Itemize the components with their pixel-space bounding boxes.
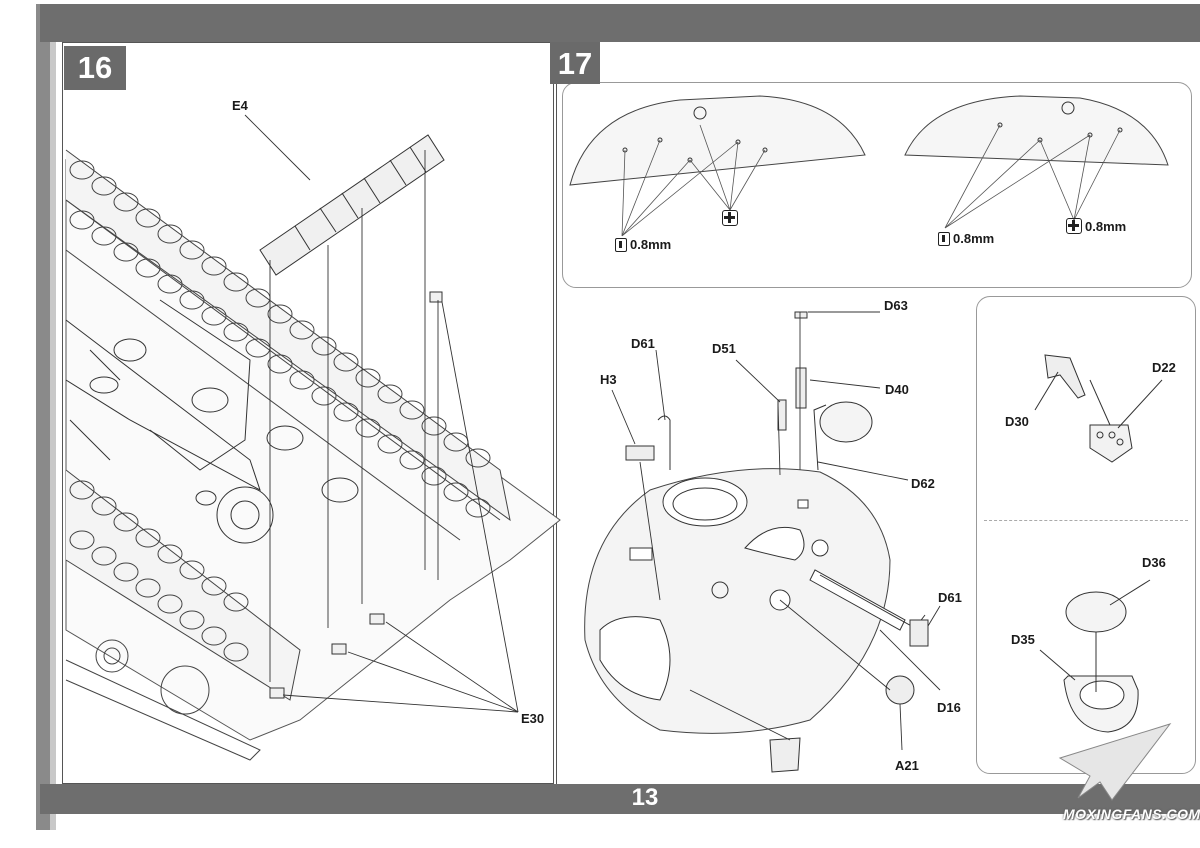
label-d62: D62 [911,476,935,491]
lower-track [65,469,301,761]
label-d51: D51 [712,341,736,356]
label-d22: D22 [1152,360,1176,375]
turret-main-drawing [584,468,926,734]
step-17-number: 17 [550,42,600,84]
footer-band [40,784,1200,814]
hole-mark-icon [722,210,738,226]
page-number: 13 [631,784,659,811]
upper-track [65,149,511,541]
step-17-drill-box [562,82,1192,288]
watermark-text: MOXINGFANS.COM [1063,806,1200,822]
drill-icon [615,237,627,252]
label-e30: E30 [521,711,545,726]
subassembly-divider [984,520,1188,521]
label-e4: E4 [232,98,248,113]
label-d16: D16 [937,700,961,715]
e4-part [259,134,445,276]
drill-note-right-b-text: 0.8mm [1085,218,1127,234]
page-stack-edge [36,4,50,830]
drill-note-left: 0.8mm [615,237,671,252]
drill-note-right-a-text: 0.8mm [953,231,995,246]
label-d40: D40 [885,382,909,397]
label-d61-bottom: D61 [938,590,962,605]
subassembly-d36-d35 [1039,579,1151,733]
drill-note-right-b: 0.8mm [1066,218,1126,234]
hole-mark-icon [1066,218,1082,234]
label-h3: H3 [600,372,617,387]
label-d36: D36 [1142,555,1166,570]
label-a21: A21 [895,758,919,773]
turret-drill-left [569,95,866,186]
page-stack-edge-inner [50,4,56,830]
drill-note-left-text: 0.8mm [630,237,672,252]
drill-icon [938,231,950,246]
label-d61-top: D61 [631,336,655,351]
header-band [40,4,1200,42]
subassembly-d30-d22 [1034,354,1163,463]
watermark-logo-icon [1058,723,1172,801]
turret-loose-parts [625,311,929,773]
step-16-number: 16 [64,46,126,90]
label-d35: D35 [1011,632,1035,647]
label-d63: D63 [884,298,908,313]
drill-note-right-a: 0.8mm [938,231,994,246]
label-d30: D30 [1005,414,1029,429]
turret-drill-right [904,95,1169,166]
